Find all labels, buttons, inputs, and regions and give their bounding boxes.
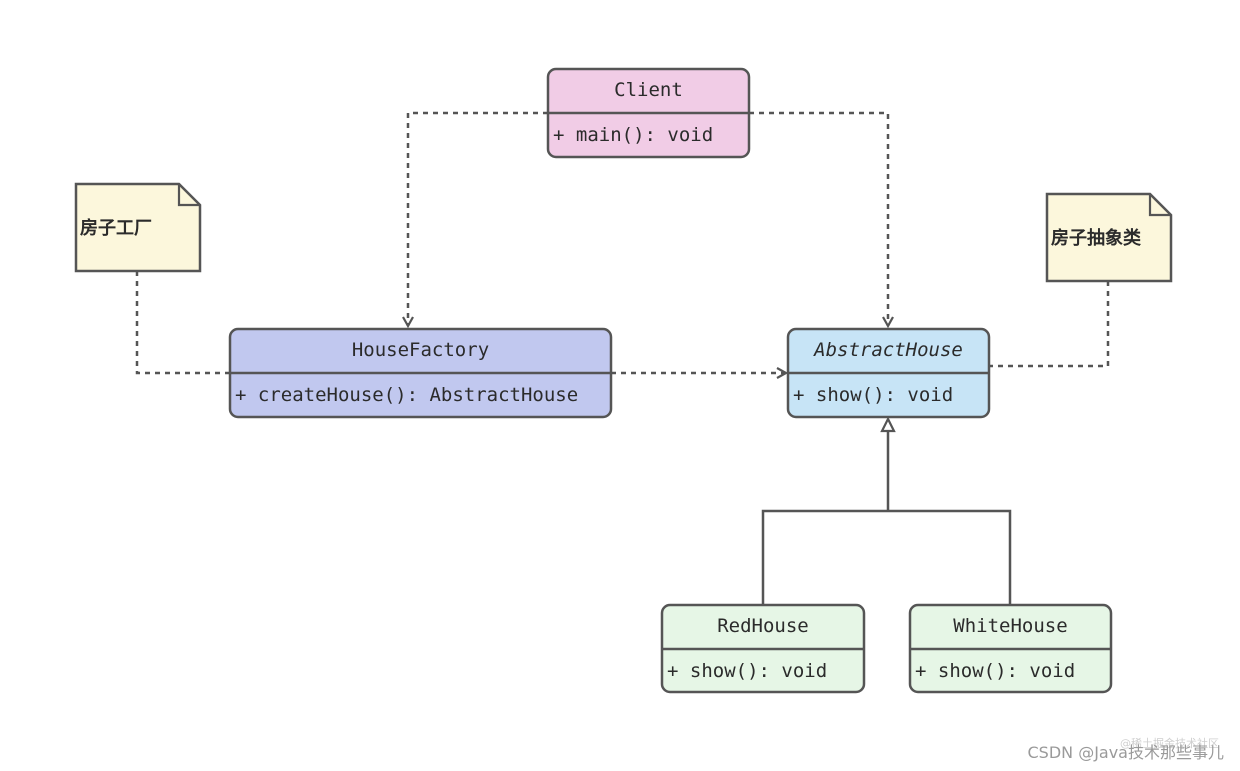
class-client-method: + main(): void — [553, 124, 713, 146]
class-whitehouse-name: WhiteHouse — [953, 615, 1067, 637]
class-client[interactable]: Client + main(): void — [546, 67, 751, 159]
class-redhouse-name: RedHouse — [717, 615, 809, 637]
inheritance-triangle-icon — [880, 416, 896, 433]
connectors — [135, 111, 1110, 605]
inheritance-branch — [761, 509, 1012, 605]
note-abstract-shape — [1045, 192, 1173, 283]
class-whitehouse[interactable]: WhiteHouse + show(): void — [908, 603, 1113, 694]
note-factory-shape — [74, 182, 202, 273]
watermark-main: CSDN @Java技术那些事儿 — [1027, 743, 1224, 762]
class-abstracthouse-name: AbstractHouse — [813, 339, 963, 361]
class-whitehouse-method: + show(): void — [915, 660, 1075, 682]
class-redhouse-method: + show(): void — [667, 660, 827, 682]
note-abstract-text: 房子抽象类 — [1051, 227, 1142, 249]
class-redhouse[interactable]: RedHouse + show(): void — [660, 603, 866, 694]
class-abstracthouse[interactable]: AbstractHouse + show(): void — [786, 327, 991, 419]
note-factory-text: 房子工厂 — [80, 217, 152, 239]
abstract-note-anchor — [989, 281, 1110, 368]
class-housefactory-name: HouseFactory — [352, 339, 489, 361]
class-housefactory-method: + createHouse(): AbstractHouse — [235, 384, 578, 406]
factory-note-anchor — [135, 271, 230, 375]
note-factory-fold-icon — [177, 184, 200, 207]
note-abstract-fold-icon — [1148, 194, 1171, 217]
note-abstract[interactable]: 房子抽象类 — [1045, 192, 1173, 283]
class-abstracthouse-method: + show(): void — [793, 384, 953, 406]
client-to-housefactory-dependency — [402, 111, 548, 329]
class-housefactory[interactable]: HouseFactory + createHouse(): AbstractHo… — [228, 327, 613, 419]
class-client-name: Client — [614, 79, 683, 101]
client-to-abstracthouse-dependency — [749, 111, 894, 329]
note-factory[interactable]: 房子工厂 — [74, 182, 202, 273]
watermark-faint: @稀土掘金技术社区 — [1120, 736, 1219, 750]
